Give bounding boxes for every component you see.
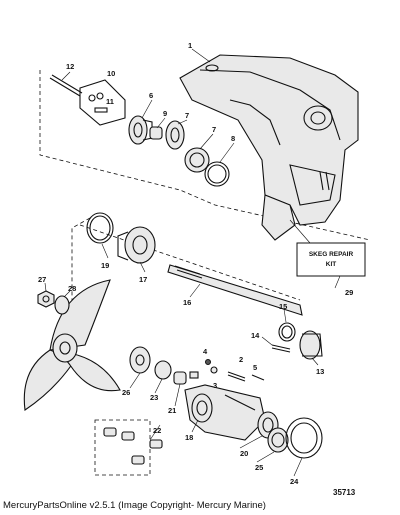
callouts: 1 2 3 4 5 6 7 7 8 9 10 11 12 13 14 15 16…: [38, 41, 353, 486]
small-parts-2-5: [189, 359, 265, 382]
guide-upper: [39, 70, 371, 241]
callout-1: 1: [188, 41, 192, 50]
callout-22: 22: [153, 426, 161, 435]
callout-25: 25: [255, 463, 263, 472]
callout-23: 23: [150, 393, 158, 402]
propeller-shaft-16: [167, 264, 303, 316]
leader-lines: [44, 48, 341, 477]
o-ring-19: [86, 212, 114, 244]
washer-25: [267, 427, 289, 453]
footer-copyright: MercuryPartsOnline v2.5.1 (Image Copyrig…: [3, 500, 266, 511]
callout-2: 2: [239, 355, 243, 364]
clutch-13: [299, 330, 323, 360]
bearing-9: [149, 126, 163, 140]
callout-12: 12: [66, 62, 74, 71]
callout-16: 16: [183, 298, 191, 307]
callout-4: 4: [203, 347, 208, 356]
callout-28: 28: [68, 284, 76, 293]
skeg-repair-kit-box: SKEG REPAIR KIT: [289, 219, 366, 277]
callout-6: 6: [149, 91, 153, 100]
callout-5: 5: [253, 363, 257, 372]
skeg-label-line1: SKEG REPAIR: [309, 251, 354, 258]
callout-24: 24: [290, 477, 299, 486]
pin-12: [49, 71, 83, 97]
washer-28: [54, 295, 70, 315]
pinion-gear-6: [128, 115, 153, 145]
callout-26: 26: [122, 388, 130, 397]
tapered-bearing-7a: [165, 120, 185, 150]
callout-3: 3: [213, 381, 217, 390]
callout-17: 17: [139, 275, 147, 284]
seals-22: [103, 427, 163, 465]
callout-29: 29: [345, 288, 353, 297]
callout-27: 27: [38, 275, 46, 284]
thrust-washer-26: [129, 346, 151, 374]
callout-20: 20: [240, 449, 248, 458]
callout-8: 8: [231, 134, 235, 143]
kit-10-11: [79, 79, 126, 126]
pin-14: [271, 344, 291, 353]
propeller: [23, 279, 121, 411]
skeg-label-line2: KIT: [326, 261, 337, 268]
callout-10: 10: [107, 69, 115, 78]
callout-21: 21: [168, 406, 176, 415]
callout-15: 15: [279, 302, 287, 311]
bearing-23: [154, 360, 172, 380]
forward-gear-17: [117, 226, 156, 264]
callout-7b: 7: [212, 125, 216, 134]
callout-7a: 7: [185, 111, 189, 120]
diagram-id: 35713: [333, 488, 356, 497]
bearing-cup-7b: [184, 147, 210, 173]
guide-box-22: [94, 419, 151, 476]
callout-11: 11: [106, 97, 114, 106]
nut-27: [37, 290, 55, 308]
shim-8: [204, 161, 230, 187]
callout-9: 9: [163, 109, 167, 118]
assembly-guides: [39, 70, 371, 476]
gear-housing: [179, 54, 359, 241]
ring-24: [285, 417, 323, 459]
guide-mid: [79, 224, 301, 301]
bearing-carrier-18: [184, 384, 266, 441]
bearing-21: [173, 371, 187, 385]
callout-14: 14: [251, 331, 260, 340]
callout-13: 13: [316, 367, 324, 376]
skeg: [261, 194, 296, 241]
callout-18: 18: [185, 433, 193, 442]
callout-19: 19: [101, 261, 109, 270]
ring-15: [278, 322, 296, 342]
